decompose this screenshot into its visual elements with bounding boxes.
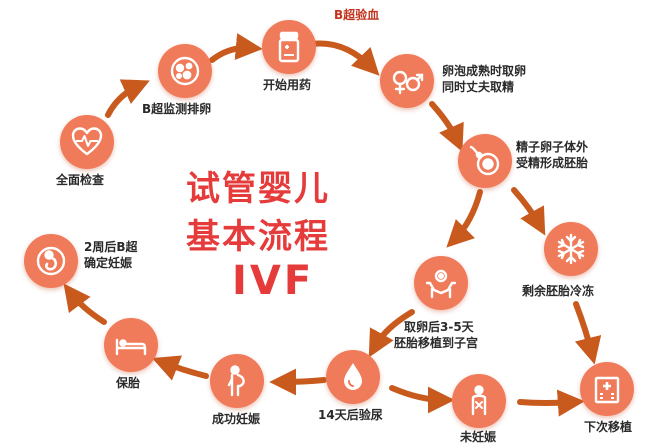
arrow-checkup-to-monitor bbox=[105, 79, 150, 118]
step-transfer-label-line-2: 胚胎移植到子宫 bbox=[394, 336, 479, 350]
diagram-title-line-2: 基本流程 bbox=[186, 217, 330, 257]
arrow-medication-to-retrieval bbox=[309, 40, 380, 76]
step-transfer-label-line-1: 取卵后3-5天 bbox=[404, 320, 474, 334]
arrow-freeze-to-next bbox=[573, 301, 602, 365]
arrow-maintain-to-confirm bbox=[63, 283, 107, 325]
step-urine-test-label: 14天后验尿 bbox=[318, 408, 383, 422]
step-next-transfer-node bbox=[580, 362, 634, 416]
arrow-monitor-to-medication bbox=[209, 33, 263, 63]
woman-no-icon bbox=[471, 385, 487, 416]
step-confirm-node bbox=[24, 234, 78, 288]
step-urine-test-node bbox=[326, 350, 380, 404]
sperm-egg-icon bbox=[469, 145, 500, 176]
step-ultrasound-monitor-label: B超监测排卵 bbox=[142, 102, 212, 116]
diagram-title-line-1: 试管婴儿 bbox=[186, 169, 330, 209]
arrow-fertilization-to-freeze bbox=[511, 187, 546, 236]
ovary-scan-icon bbox=[170, 56, 200, 86]
step-medication-node bbox=[262, 20, 316, 74]
step-maintain-label: 保胎 bbox=[116, 376, 141, 390]
drop-icon bbox=[344, 363, 362, 390]
step-pregnant-label: 成功妊娠 bbox=[212, 412, 261, 426]
arrow-urine-to-pregnant bbox=[269, 368, 327, 396]
pill-bottle-icon bbox=[278, 31, 300, 63]
step-next-transfer-label: 下次移植 bbox=[584, 420, 633, 434]
step-freeze-node bbox=[544, 222, 598, 276]
step-transfer-node bbox=[414, 256, 468, 310]
step-fertilization-label-line-1: 精子卵子体外 bbox=[516, 140, 589, 154]
step-blood-test-label: B超验血 bbox=[334, 8, 380, 22]
step-not-pregnant-label: 未妊娠 bbox=[460, 430, 497, 444]
step-egg-retrieval-node bbox=[380, 54, 434, 108]
step-freeze-label: 剩余胚胎冷冻 bbox=[522, 284, 595, 298]
step-fertilization-node bbox=[458, 134, 512, 188]
step-medication-label: 开始用药 bbox=[263, 78, 312, 92]
step-checkup-label: 全面检查 bbox=[56, 173, 105, 187]
hands-embryo-icon bbox=[425, 269, 457, 299]
step-pregnant-node bbox=[210, 354, 264, 408]
bed-icon bbox=[115, 338, 147, 356]
arrow-notpregnant-to-next bbox=[517, 389, 585, 417]
snowflake-icon bbox=[557, 233, 585, 265]
heart-monitor-icon bbox=[71, 127, 103, 156]
arrow-retrieval-to-fertilization bbox=[429, 101, 464, 152]
arrow-pregnant-to-maintain bbox=[151, 355, 209, 381]
step-confirm-label-line-2: 确定妊娠 bbox=[84, 256, 133, 270]
arrow-transfer-to-urine bbox=[368, 309, 415, 358]
arrow-urine-to-notpregnant bbox=[389, 385, 455, 414]
step-ultrasound-monitor-node bbox=[158, 44, 212, 98]
step-egg-retrieval-label-line-2: 同时丈夫取精 bbox=[442, 80, 515, 94]
step-confirm-label-line-1: 2周后B超 bbox=[84, 240, 138, 254]
step-egg-retrieval-label-line-1: 卵泡成熟时取卵 bbox=[442, 64, 527, 78]
step-not-pregnant-node bbox=[452, 374, 506, 428]
gender-symbols-icon bbox=[392, 70, 424, 95]
arrow-fertilization-to-transfer bbox=[446, 189, 483, 248]
pregnant-woman-icon bbox=[227, 365, 245, 397]
hospital-icon bbox=[594, 376, 620, 404]
diagram-title-abbr: IVF bbox=[232, 258, 315, 304]
step-maintain-node bbox=[104, 318, 158, 372]
step-checkup-node bbox=[60, 115, 114, 169]
fetus-icon bbox=[36, 246, 66, 276]
step-fertilization-label-line-2: 受精形成胚胎 bbox=[516, 156, 589, 170]
